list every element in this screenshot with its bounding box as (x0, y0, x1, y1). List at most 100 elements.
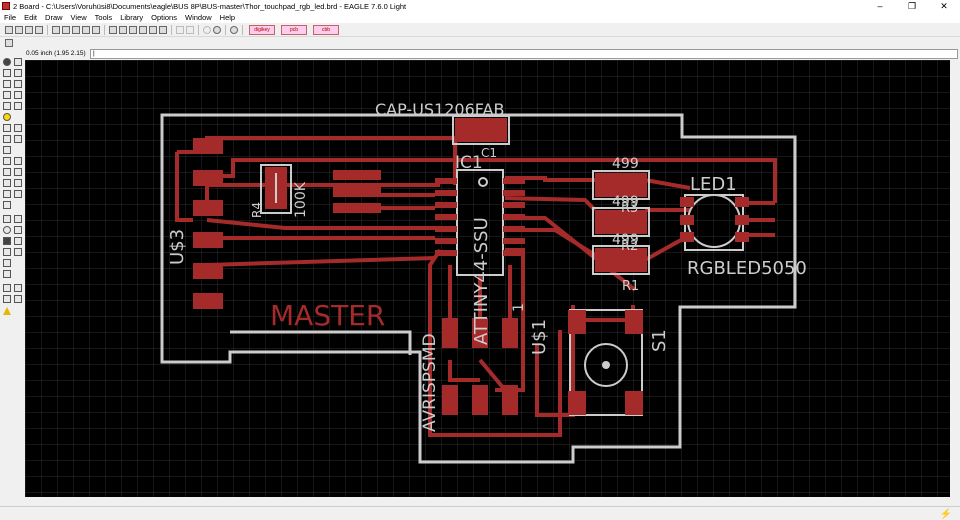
route-icon[interactable] (14, 190, 22, 198)
stop-icon[interactable] (203, 25, 211, 34)
parameter-toolbar (0, 37, 960, 49)
pad (193, 232, 223, 248)
circle-icon[interactable] (3, 226, 11, 234)
minimize-button[interactable]: – (877, 1, 883, 11)
zoom-last-icon[interactable] (159, 25, 167, 34)
split-icon[interactable] (3, 179, 11, 187)
go-icon[interactable] (213, 25, 221, 34)
delete-icon[interactable] (3, 124, 11, 132)
mirror-icon[interactable] (3, 91, 11, 99)
cbb-button[interactable]: cbb (313, 24, 339, 35)
copy-icon[interactable] (14, 80, 22, 88)
layer-settings-icon[interactable] (52, 25, 60, 34)
display-icon[interactable] (3, 69, 11, 77)
value-icon[interactable] (14, 157, 22, 165)
main-toolbar: digikey pcb cbb (0, 23, 960, 37)
via-icon[interactable] (3, 248, 11, 256)
name-icon[interactable] (3, 157, 11, 165)
label-pin1: 1 (511, 303, 527, 312)
menu-draw[interactable]: Draw (45, 13, 63, 22)
redraw-icon[interactable] (139, 25, 147, 34)
run-icon[interactable] (82, 25, 90, 34)
replace-icon[interactable] (14, 135, 22, 143)
menu-edit[interactable]: Edit (24, 13, 38, 22)
rect-icon[interactable] (3, 237, 11, 245)
menu-tools[interactable]: Tools (94, 13, 113, 22)
menu-library[interactable]: Library (120, 13, 144, 22)
arc-icon[interactable] (14, 226, 22, 234)
add-icon[interactable] (14, 124, 22, 132)
open-icon[interactable] (5, 25, 13, 34)
paste-icon[interactable] (3, 113, 11, 121)
close-button[interactable]: ✕ (940, 1, 948, 11)
pad (193, 138, 223, 154)
vertical-scrollbar[interactable] (950, 60, 960, 497)
meander-icon[interactable] (3, 190, 11, 198)
lock-icon[interactable] (3, 146, 11, 154)
pad (193, 293, 223, 309)
menu-window[interactable]: Window (184, 13, 212, 22)
show-icon[interactable] (14, 58, 22, 66)
label-r2: R2 (621, 239, 638, 254)
menu-view[interactable]: View (70, 13, 87, 22)
move-icon[interactable] (3, 80, 11, 88)
schematic-icon[interactable] (92, 25, 100, 34)
board-canvas[interactable]: CAP-US1206FAB C1 IC1 ATTINY44-SSU R4 100… (25, 60, 950, 497)
group-icon[interactable] (3, 102, 11, 110)
zoom-fit-icon[interactable] (109, 25, 117, 34)
zoom-out-icon[interactable] (129, 25, 137, 34)
save-icon[interactable] (15, 25, 23, 34)
drc-icon[interactable] (14, 295, 22, 303)
text-icon[interactable] (14, 215, 22, 223)
go-status-icon[interactable]: ⚡ (939, 509, 952, 520)
maximize-button[interactable]: ❐ (907, 1, 917, 11)
redo-icon[interactable] (186, 25, 194, 34)
autorouter-icon[interactable] (14, 284, 22, 292)
board-outline-tab (230, 330, 412, 355)
info-icon[interactable] (3, 58, 11, 66)
erc-icon[interactable] (3, 295, 11, 303)
smash-icon[interactable] (3, 168, 11, 176)
signal-icon[interactable] (14, 248, 22, 256)
miter-icon[interactable] (14, 168, 22, 176)
mark-icon[interactable] (14, 69, 22, 77)
menu-options[interactable]: Options (151, 13, 177, 22)
ripup-icon[interactable] (3, 201, 11, 209)
grid-icon[interactable] (62, 25, 70, 34)
optimize-icon[interactable] (14, 179, 22, 187)
script-icon[interactable] (72, 25, 80, 34)
print-icon[interactable] (25, 25, 33, 34)
command-input[interactable]: | (90, 49, 958, 59)
label-s1: S1 (649, 329, 670, 352)
horizontal-scrollbar[interactable] (25, 497, 950, 506)
help-icon[interactable] (230, 25, 238, 34)
coordinate-display: 0.05 inch (1.95 2.15) (26, 50, 86, 57)
menu-file[interactable]: File (4, 13, 17, 22)
status-bar: ⚡ (0, 506, 960, 520)
pcb-button[interactable]: pcb (281, 24, 307, 35)
polygon-icon[interactable] (14, 237, 22, 245)
attribute-icon[interactable] (3, 270, 11, 278)
digikey-button[interactable]: digikey (249, 24, 275, 35)
tool-palette (0, 55, 25, 500)
menu-help[interactable]: Help (219, 13, 236, 22)
errors-icon[interactable] (3, 307, 11, 315)
zoom-select-icon[interactable] (149, 25, 157, 34)
avrisp-pads (442, 318, 518, 415)
pinswap-icon[interactable] (3, 135, 11, 143)
label-r4: R4 (250, 202, 264, 218)
rotate-icon[interactable] (14, 91, 22, 99)
cam-icon[interactable] (35, 25, 43, 34)
change-icon[interactable] (14, 102, 22, 110)
layer-grid-icon[interactable] (5, 39, 13, 47)
label-r3: R3 (621, 201, 638, 216)
pad (193, 200, 223, 216)
undo-icon[interactable] (176, 25, 184, 34)
zoom-in-icon[interactable] (119, 25, 127, 34)
hole-icon[interactable] (3, 259, 11, 267)
c1-component (452, 115, 510, 145)
label-us3: U$3 (167, 229, 188, 265)
board-outline (160, 113, 797, 464)
ratsnest-icon[interactable] (3, 284, 11, 292)
wire-icon[interactable] (3, 215, 11, 223)
